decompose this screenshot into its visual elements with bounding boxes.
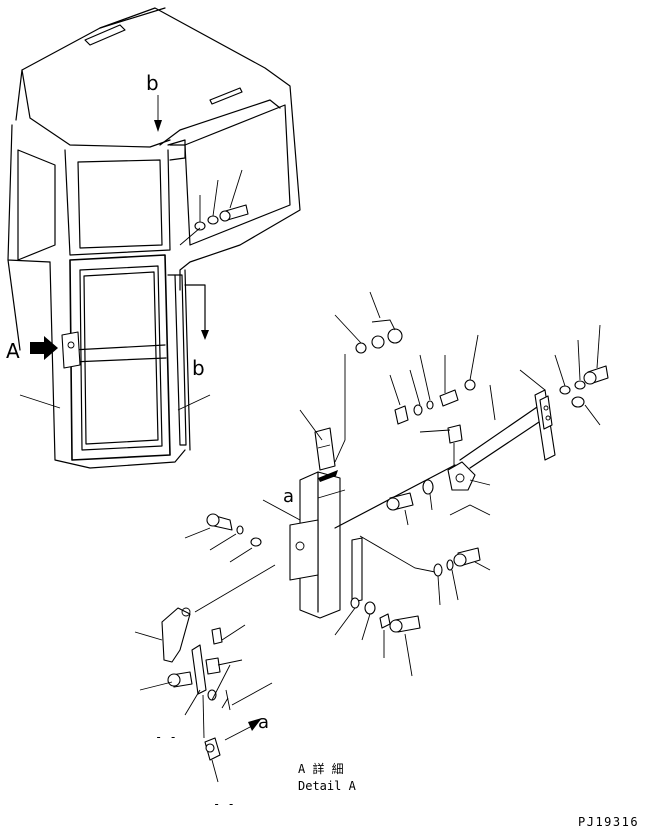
link-rod	[334, 404, 546, 529]
view-label-b-side: b	[192, 356, 205, 380]
view-label-A: A	[6, 339, 20, 363]
bracket-upper	[299, 409, 336, 471]
lower-center-hardware	[334, 597, 421, 677]
bolt-washer-group-top	[179, 169, 249, 246]
lower-right-bolt-group	[359, 535, 491, 606]
drawing-number: PJ19316	[578, 815, 639, 829]
view-arrow-A	[30, 336, 58, 360]
cab-body	[7, 7, 301, 469]
detail-caption-en: Detail A	[298, 779, 357, 793]
handle-lever	[134, 607, 273, 783]
dash-mark-left: - -	[155, 730, 177, 744]
right-hardware-group	[389, 334, 496, 465]
latch-body	[262, 470, 363, 619]
dash-mark-bottom: - -	[213, 797, 235, 811]
label-a-upper: a	[283, 486, 294, 507]
label-a-lower: a	[258, 712, 269, 733]
latch-plate-right	[519, 324, 609, 461]
center-bracket	[386, 461, 491, 526]
detail-caption-jp: A 詳 細	[298, 761, 344, 776]
left-bolt-group	[184, 513, 276, 613]
nut-group-upper	[334, 291, 403, 463]
view-label-b-top: b	[146, 71, 159, 95]
